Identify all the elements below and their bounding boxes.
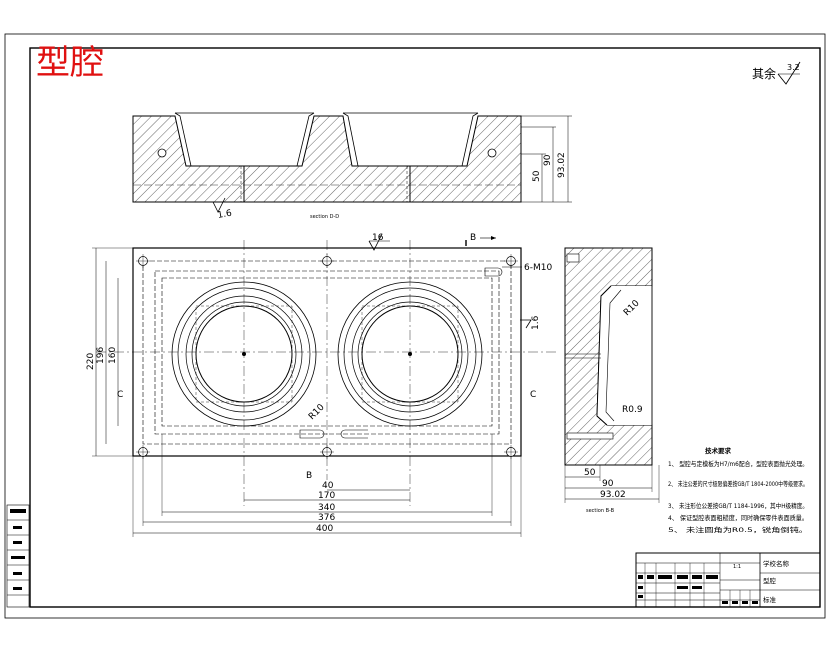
tech-requirement-item: 5、 未注圆角为R0.5，锐角倒钝。 [668,525,808,534]
plan-dim-220: 220 [86,353,96,370]
top-dim-93: 93.02 [557,152,567,178]
inner-border [29,47,821,608]
plan-view [96,240,556,506]
plan-dim-400: 400 [316,524,333,534]
side-dim-50: 50 [584,468,596,478]
side-section-view [564,247,653,466]
title-block-school: 学校名称 [763,559,790,568]
roughness-mark-top: 1.6 [217,209,233,221]
title-block-part-name: 型腔 [763,576,777,585]
binding-strip [6,504,30,608]
plan-radius-callout: R10 [307,402,327,422]
roughness-mark-plan: 16 [372,233,384,243]
tech-requirements-title: 技术要求 [705,446,732,455]
plan-view-dimensions: 40 170 340 376 400 220 196 160 16 1.6 6-… [86,233,552,537]
roughness-note: 其余 3.2 [752,61,801,85]
cut-c-right: C [530,390,536,400]
cut-b-bottom: B [306,471,312,481]
tech-requirement-item: 4、 保证型腔表面粗糙度，同时确保零件表面质量。 [668,513,808,522]
roughness-note-value: 3.2 [787,63,800,72]
plan-dim-40: 40 [322,481,334,491]
title-block: 1:1 学校名称 型腔 标准 [635,552,821,608]
plan-dim-160: 160 [108,347,118,364]
side-radius-small-callout: R0.9 [622,405,643,415]
cut-c-left: C [117,390,123,400]
hole-callout: 6-M10 [524,263,552,273]
plan-dim-376: 376 [318,513,335,523]
top-dim-90: 90 [543,154,553,166]
roughness-mark-right: 1.6 [531,315,541,330]
outer-frame [4,33,826,619]
page-title: 型腔 [36,43,104,83]
side-dim-93: 93.02 [600,490,626,500]
cut-b-top: B [470,233,476,243]
tech-requirement-item: 1、 型腔与定模板为H7/m6配合，型腔表面抛光处理。 [668,459,808,468]
plan-dim-340: 340 [318,503,335,513]
tech-requirement-item: 3、 未注形位公差按GB/T 1184-1996，其中H级精度。 [668,501,808,510]
roughness-note-label: 其余 [752,66,776,81]
title-block-drawing-no: 标准 [763,595,777,604]
top-section-view [132,112,522,203]
title-block-scale: 1:1 [733,564,741,570]
section-bb-label: section B-B [586,508,615,514]
section-dd-label: section D-D [310,214,339,220]
plan-dim-170: 170 [318,491,335,501]
side-dim-90: 90 [602,479,614,489]
plan-dim-196: 196 [96,347,106,364]
tech-requirement-item: 2、 未注公差的尺寸极限偏差按GB/T 1804-2000中等级要求。 [668,479,808,488]
top-dim-50: 50 [532,170,542,182]
tech-requirements: 技术要求 1、 型腔与定模板为H7/m6配合，型腔表面抛光处理。 2、 未注公差… [668,446,808,534]
top-view-dimensions: 93.02 90 50 1.6 section D-D [212,115,572,221]
